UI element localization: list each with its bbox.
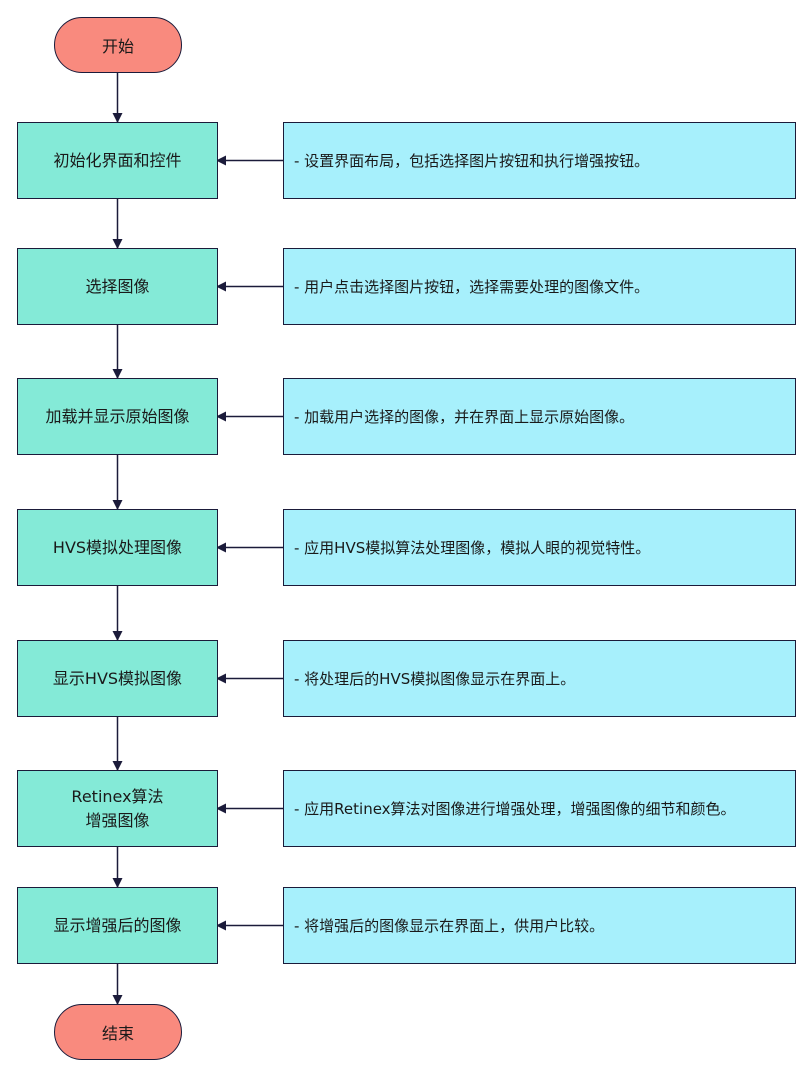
note-select-image: - 用户点击选择图片按钮，选择需要处理的图像文件。 bbox=[283, 248, 796, 325]
note-text: - 加载用户选择的图像，并在界面上显示原始图像。 bbox=[294, 408, 635, 426]
note-retinex-enhance: - 应用Retinex算法对图像进行增强处理，增强图像的细节和颜色。 bbox=[283, 770, 796, 847]
note-text: - 设置界面布局，包括选择图片按钮和执行增强按钮。 bbox=[294, 152, 650, 170]
start-terminal: 开始 bbox=[54, 17, 182, 73]
note-text: - 将处理后的HVS模拟图像显示在界面上。 bbox=[294, 670, 576, 688]
note-init-ui: - 设置界面布局，包括选择图片按钮和执行增强按钮。 bbox=[283, 122, 796, 199]
note-load-display-original: - 加载用户选择的图像，并在界面上显示原始图像。 bbox=[283, 378, 796, 455]
start-label: 开始 bbox=[101, 37, 134, 56]
step-label: 显示HVS模拟图像 bbox=[52, 668, 183, 688]
step-init-ui: 初始化界面和控件 bbox=[17, 122, 218, 199]
note-text: - 应用Retinex算法对图像进行增强处理，增强图像的细节和颜色。 bbox=[294, 800, 736, 818]
step-label: 选择图像 bbox=[85, 276, 150, 296]
step-label: 初始化界面和控件 bbox=[53, 150, 182, 170]
step-label: 加载并显示原始图像 bbox=[45, 406, 190, 426]
step-label: HVS模拟处理图像 bbox=[52, 537, 183, 557]
step-label: 显示增强后的图像 bbox=[53, 915, 182, 935]
note-text: - 用户点击选择图片按钮，选择需要处理的图像文件。 bbox=[294, 278, 650, 296]
note-display-hvs: - 将处理后的HVS模拟图像显示在界面上。 bbox=[283, 640, 796, 717]
note-text: - 将增强后的图像显示在界面上，供用户比较。 bbox=[294, 917, 605, 935]
step-retinex-enhance: Retinex算法 增强图像 bbox=[17, 770, 218, 847]
step-hvs-simulation: HVS模拟处理图像 bbox=[17, 509, 218, 586]
step-select-image: 选择图像 bbox=[17, 248, 218, 325]
note-display-enhanced: - 将增强后的图像显示在界面上，供用户比较。 bbox=[283, 887, 796, 964]
step-display-enhanced: 显示增强后的图像 bbox=[17, 887, 218, 964]
end-label: 结束 bbox=[101, 1024, 134, 1043]
note-hvs-simulation: - 应用HVS模拟算法处理图像，模拟人眼的视觉特性。 bbox=[283, 509, 796, 586]
end-terminal: 结束 bbox=[54, 1004, 182, 1060]
step-label: Retinex算法 增强图像 bbox=[71, 786, 164, 830]
step-display-hvs: 显示HVS模拟图像 bbox=[17, 640, 218, 717]
step-load-display-original: 加载并显示原始图像 bbox=[17, 378, 218, 455]
note-text: - 应用HVS模拟算法处理图像，模拟人眼的视觉特性。 bbox=[294, 539, 651, 557]
